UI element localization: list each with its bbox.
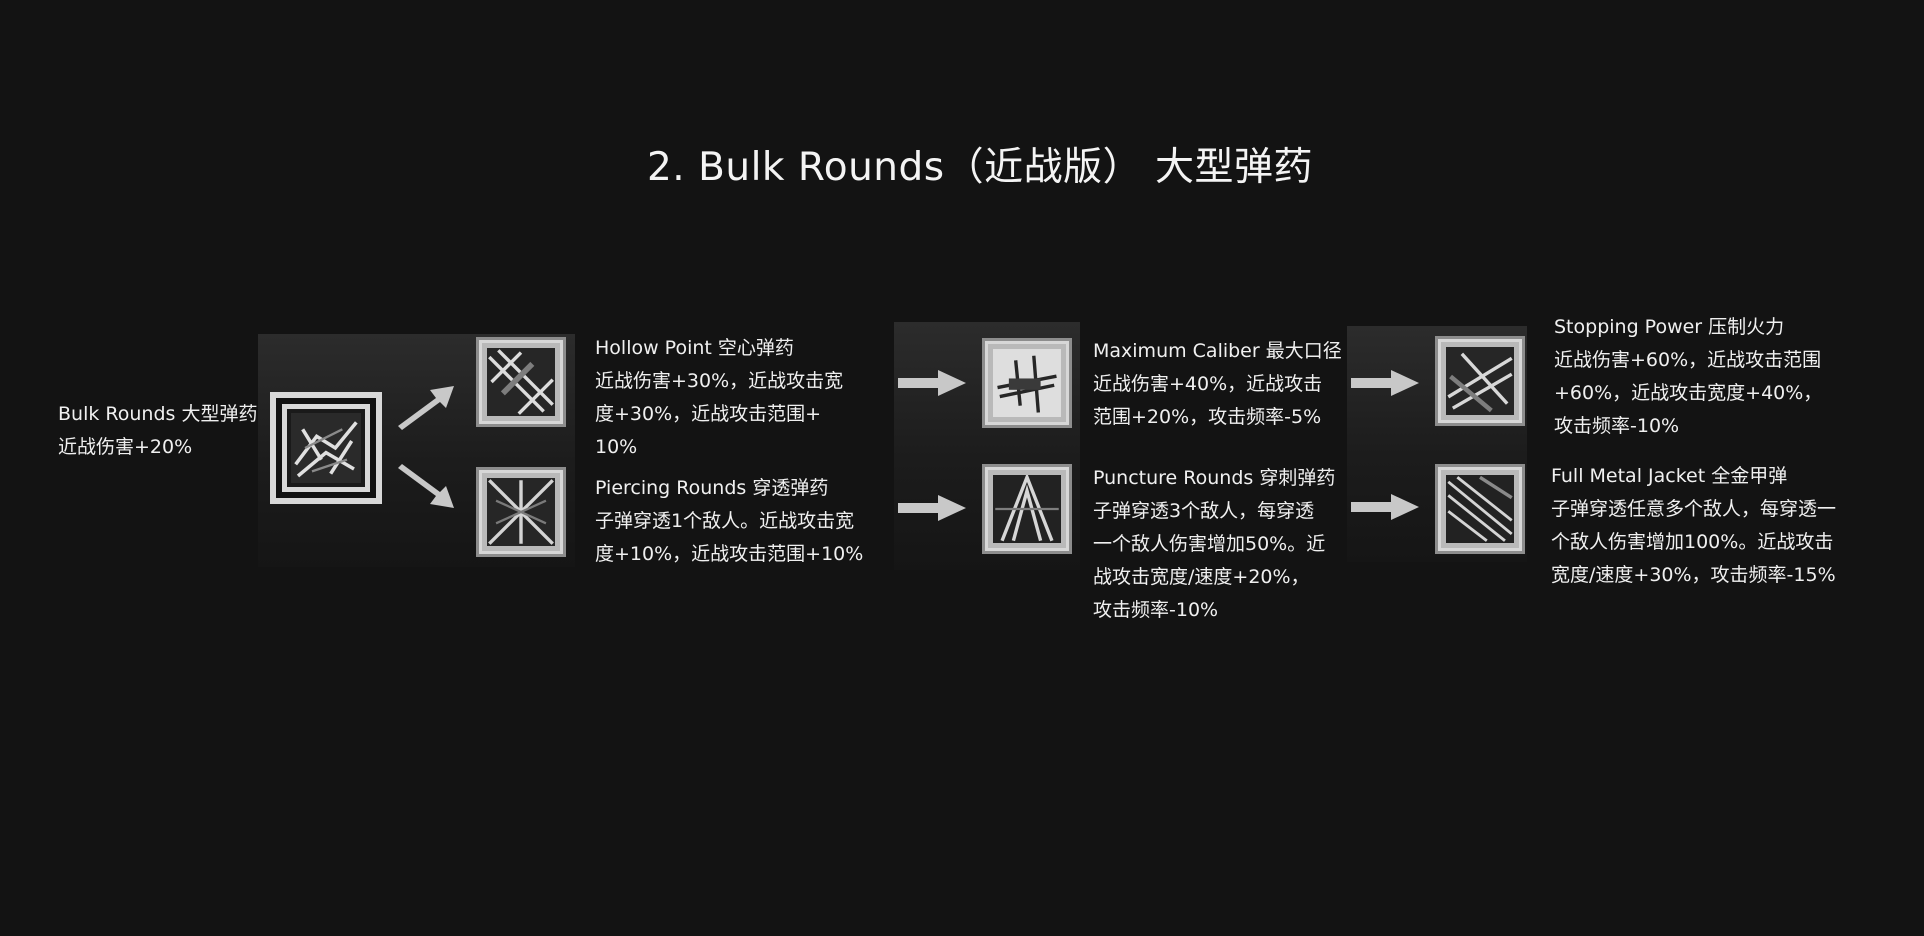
stopping-power-name: Stopping Power 压制火力	[1554, 311, 1822, 344]
page-title: 2. Bulk Rounds（近战版） 大型弹药	[0, 136, 1924, 192]
hollow-point-line-1: 近战伤害+30%，近战攻击宽	[595, 365, 843, 398]
bulk-rounds-icon[interactable]	[270, 392, 382, 504]
stopping-power-line-1: 近战伤害+60%，近战攻击范围	[1554, 344, 1822, 377]
root-name: Bulk Rounds 大型弹药	[58, 398, 257, 431]
puncture-rounds-line-1: 子弹穿透3个敌人，每穿透	[1093, 495, 1335, 528]
puncture-rounds-name: Puncture Rounds 穿刺弹药	[1093, 462, 1335, 495]
hollow-point-icon[interactable]	[476, 337, 566, 427]
arrow-right-icon	[896, 493, 968, 523]
maximum-caliber-line-2: 范围+20%，攻击频率-5%	[1093, 401, 1342, 434]
piercing-rounds-icon[interactable]	[476, 467, 566, 557]
stopping-power-description: Stopping Power 压制火力 近战伤害+60%，近战攻击范围 +60%…	[1554, 311, 1822, 443]
puncture-rounds-line-4: 攻击频率-10%	[1093, 594, 1335, 627]
piercing-rounds-line-2: 度+10%，近战攻击范围+10%	[595, 538, 863, 571]
hollow-point-description: Hollow Point 空心弹药 近战伤害+30%，近战攻击宽 度+30%，近…	[595, 332, 843, 464]
arrow-down-right-icon	[394, 462, 456, 512]
tier1-panel	[258, 334, 575, 567]
maximum-caliber-description: Maximum Caliber 最大口径 近战伤害+40%，近战攻击 范围+20…	[1093, 335, 1342, 434]
arrow-right-icon	[896, 368, 968, 398]
maximum-caliber-name: Maximum Caliber 最大口径	[1093, 335, 1342, 368]
maximum-caliber-icon[interactable]	[982, 338, 1072, 428]
piercing-rounds-name: Piercing Rounds 穿透弹药	[595, 472, 863, 505]
piercing-rounds-line-1: 子弹穿透1个敌人。近战攻击宽	[595, 505, 863, 538]
puncture-rounds-description: Puncture Rounds 穿刺弹药 子弹穿透3个敌人，每穿透 一个敌人伤害…	[1093, 462, 1335, 627]
hollow-point-line-2: 度+30%，近战攻击范围+	[595, 398, 843, 431]
full-metal-jacket-line-2: 个敌人伤害增加100%。近战攻击	[1551, 526, 1836, 559]
arrow-right-icon	[1349, 368, 1421, 398]
puncture-rounds-line-3: 战攻击宽度/速度+20%，	[1093, 561, 1335, 594]
stopping-power-line-3: 攻击频率-10%	[1554, 410, 1822, 443]
full-metal-jacket-description: Full Metal Jacket 全金甲弹 子弹穿透任意多个敌人，每穿透一 个…	[1551, 460, 1836, 592]
hollow-point-line-3: 10%	[595, 431, 843, 464]
maximum-caliber-line-1: 近战伤害+40%，近战攻击	[1093, 368, 1342, 401]
stopping-power-line-2: +60%，近战攻击宽度+40%，	[1554, 377, 1822, 410]
full-metal-jacket-name: Full Metal Jacket 全金甲弹	[1551, 460, 1836, 493]
tier3-panel	[1347, 326, 1527, 562]
stopping-power-icon[interactable]	[1435, 336, 1525, 426]
puncture-rounds-icon[interactable]	[982, 464, 1072, 554]
hollow-point-name: Hollow Point 空心弹药	[595, 332, 843, 365]
root-line: 近战伤害+20%	[58, 431, 257, 464]
full-metal-jacket-icon[interactable]	[1435, 464, 1525, 554]
arrow-right-icon	[1349, 492, 1421, 522]
tier2-panel	[894, 322, 1080, 570]
piercing-rounds-description: Piercing Rounds 穿透弹药 子弹穿透1个敌人。近战攻击宽 度+10…	[595, 472, 863, 571]
arrow-up-right-icon	[394, 382, 456, 432]
full-metal-jacket-line-1: 子弹穿透任意多个敌人，每穿透一	[1551, 493, 1836, 526]
full-metal-jacket-line-3: 宽度/速度+30%，攻击频率-15%	[1551, 559, 1836, 592]
puncture-rounds-line-2: 一个敌人伤害增加50%。近	[1093, 528, 1335, 561]
root-description: Bulk Rounds 大型弹药 近战伤害+20%	[58, 398, 257, 464]
